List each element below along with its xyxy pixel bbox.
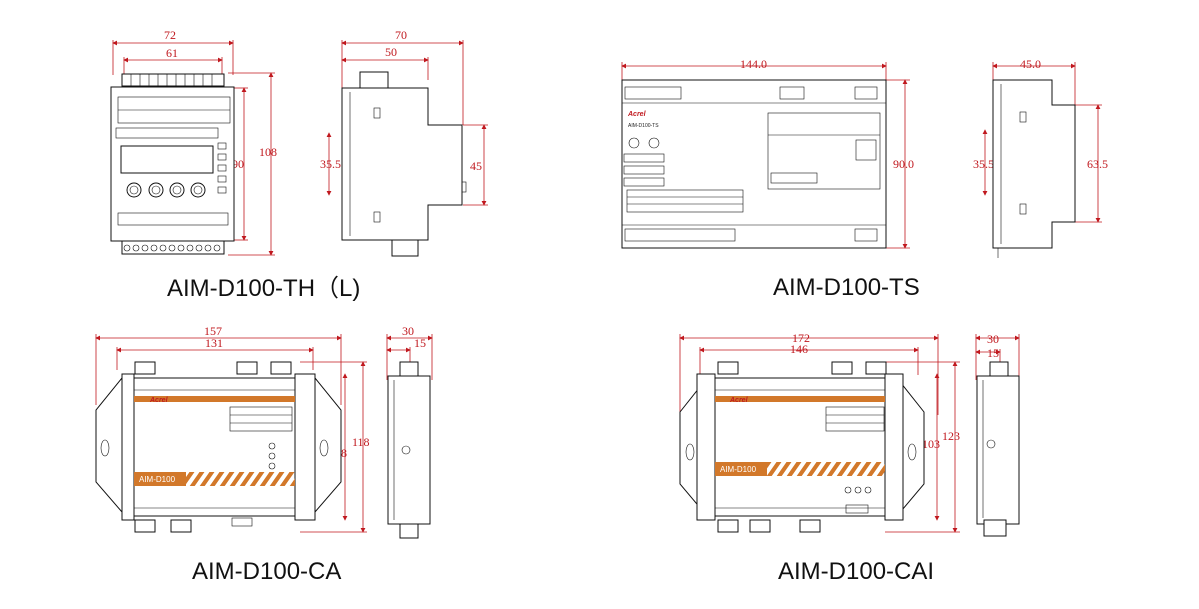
dim-th-height: 108 (259, 145, 277, 159)
cai-front-view: 172 146 123 103 Acrel AIM-D100 (679, 331, 960, 533)
dim-ca-side-depth: 30 (402, 324, 414, 338)
dim-th-width: 72 (164, 28, 176, 42)
caption-cai: AIM-D100-CAI (778, 558, 935, 585)
dim-cai-side-depth: 30 (987, 332, 999, 346)
th-side-view: 70 50 35.5 45 (320, 28, 488, 257)
cai-side-view: 30 15 (975, 332, 1020, 537)
ca-front-view: 157 131 118 98 Acrel (95, 324, 370, 533)
dim-ts-width: 144.0 (740, 57, 767, 71)
caption-th: AIM-D100-TH（L) (167, 275, 361, 302)
dim-th-side-right: 45 (470, 159, 482, 173)
ca-brand: Acrel (149, 397, 169, 404)
caption-ts: AIM-D100-TS (773, 274, 920, 301)
dim-ca-width: 157 (204, 324, 222, 338)
th-front-view: 72 61 108 90 (110, 28, 277, 256)
dim-ca-height: 118 (352, 435, 370, 449)
dim-th-side-rail: 35.5 (320, 157, 341, 171)
dim-cai-side-inner: 15 (987, 346, 999, 360)
ca-model-label: AIM-D100 (139, 475, 176, 484)
dim-ts-height: 90.0 (893, 157, 914, 171)
cai-model-label: AIM-D100 (720, 465, 757, 474)
dim-th-side-depth: 70 (395, 28, 407, 42)
dim-ca-inner: 131 (205, 336, 223, 350)
ts-side-view: 45.0 35.5 63.5 (973, 57, 1108, 258)
ts-front-view: 144.0 90.0 Acrel AIM-D100-TS (621, 57, 914, 249)
dim-cai-inner: 146 (790, 342, 808, 356)
dim-cai-body: 103 (922, 437, 940, 451)
ts-brand: Acrel (627, 111, 647, 118)
dim-ts-side-depth: 45.0 (1020, 57, 1041, 71)
dim-th-body: 90 (232, 157, 244, 171)
dim-th-inner: 61 (166, 46, 178, 60)
dim-th-side-inner: 50 (385, 45, 397, 59)
dim-ts-side-right: 63.5 (1087, 157, 1108, 171)
dim-ts-side-rail: 35.5 (973, 157, 994, 171)
ca-side-view: 30 15 (386, 324, 433, 539)
ts-model-label: AIM-D100-TS (628, 123, 659, 129)
dim-cai-height: 123 (942, 429, 960, 443)
dim-ca-side-inner: 15 (414, 336, 426, 350)
cai-brand: Acrel (729, 397, 749, 404)
caption-ca: AIM-D100-CA (192, 558, 342, 585)
dim-cai-width: 172 (792, 331, 810, 345)
